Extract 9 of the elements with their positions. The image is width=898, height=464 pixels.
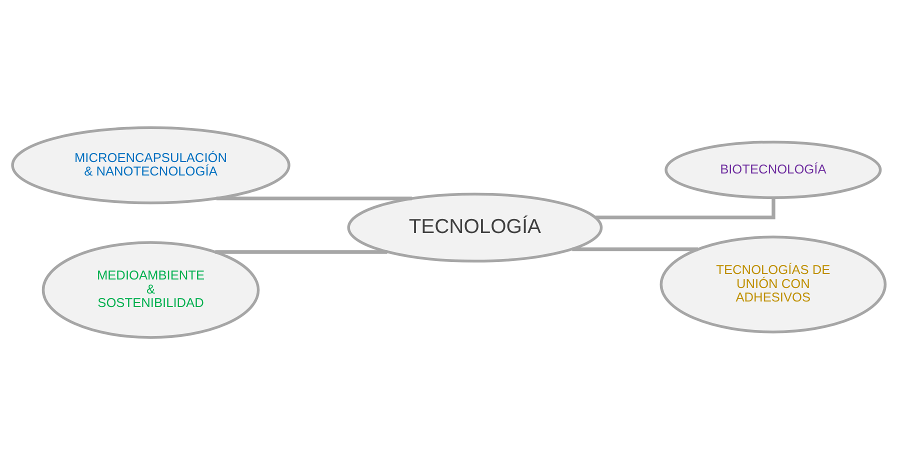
connector [572,246,698,251]
connector [215,250,388,254]
node-ellipse: MEDIOAMBIENTE & SOSTENIBILIDAD [42,240,260,338]
connector [596,197,776,219]
node-ellipse: TECNOLOGÍA [347,192,603,262]
node-ellipse: BIOTECNOLOGÍA [664,140,882,199]
connector [216,196,412,200]
node-ellipse: MICROENCAPSULACIÓN & NANOTECNOLOGÍA [11,126,290,204]
node-ellipse: TECNOLOGÍAS DE UNIÓN CON ADHESIVOS [660,235,887,333]
